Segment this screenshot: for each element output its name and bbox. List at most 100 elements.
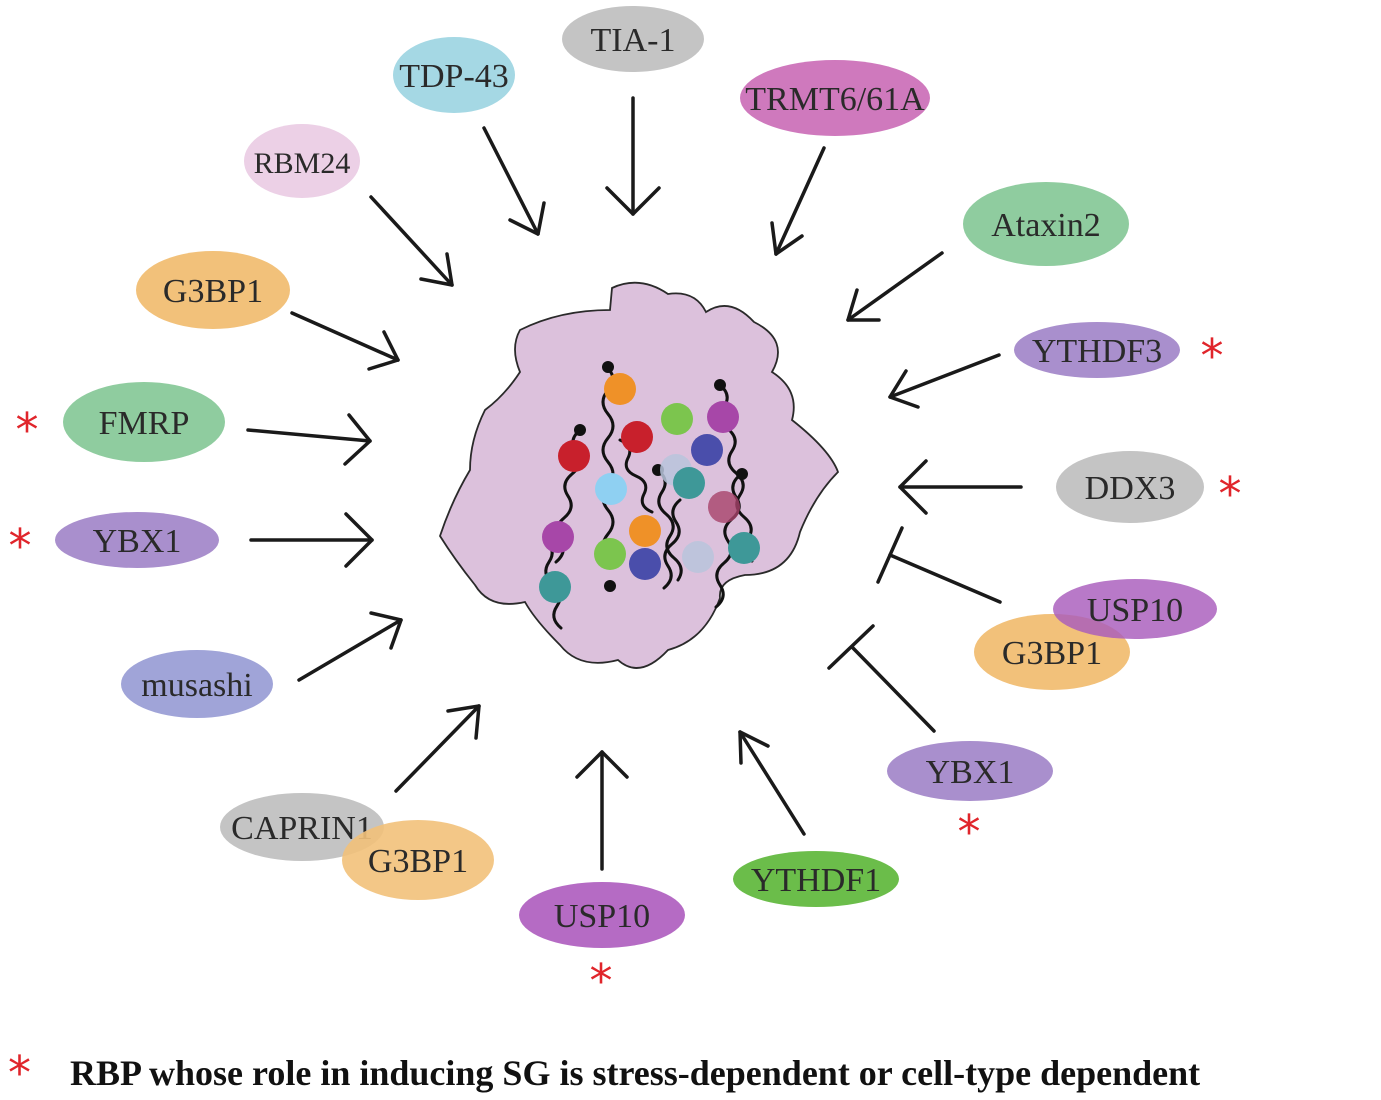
bead <box>595 473 627 505</box>
node-caprin1: CAPRIN1 <box>220 793 384 861</box>
inhibitor-ybx1-right <box>827 624 936 733</box>
arrow-ataxin2 <box>846 251 944 322</box>
arrow-ythdf1 <box>738 730 806 836</box>
node-g3bp1-bottom: G3BP1 <box>342 820 494 900</box>
bead <box>708 491 740 523</box>
bead <box>558 440 590 472</box>
legend-asterisk: * <box>8 1046 31 1100</box>
node-ybx1-right-ellipse <box>887 741 1053 801</box>
bead <box>707 401 739 433</box>
arrow-usp10-bottom <box>575 750 629 871</box>
node-ddx3-ellipse <box>1056 451 1204 523</box>
rna-strand <box>618 438 654 514</box>
node-g3bp1-bottom-ellipse <box>342 820 494 900</box>
arrow-tia1 <box>605 96 661 216</box>
node-ythdf1: YTHDF1 <box>733 851 899 907</box>
bead <box>542 521 574 553</box>
node-g3bp1-bottom-label: G3BP1 <box>368 843 468 880</box>
arrow-g3bp1-left <box>290 311 400 371</box>
node-ythdf1-ellipse <box>733 851 899 907</box>
bead <box>629 548 661 580</box>
node-fmrp-label: FMRP <box>99 405 190 442</box>
node-musashi-label: musashi <box>141 667 252 704</box>
arrow-trmt <box>770 146 826 256</box>
node-fmrp-ellipse <box>63 382 225 462</box>
node-tia1-ellipse <box>562 6 704 72</box>
node-ythdf3: YTHDF3 <box>1014 322 1180 378</box>
legend-text: RBP whose role in inducing SG is stress-… <box>70 1053 1201 1093</box>
node-ythdf3-ellipse <box>1014 322 1180 378</box>
node-trmt-ellipse <box>740 60 930 136</box>
arrow-ybx1-left <box>249 512 374 568</box>
node-ddx3-label: DDX3 <box>1085 470 1176 507</box>
node-rbm24-ellipse <box>244 124 360 198</box>
node-usp10-right-label: USP10 <box>1087 592 1183 629</box>
bead <box>691 434 723 466</box>
node-usp10-right: USP10 <box>1053 579 1217 639</box>
protein-nodes: TIA-1 TDP-43 TRMT6/61A RBM24 Ataxin2 G3B… <box>55 6 1217 948</box>
node-tia1-label: TIA-1 <box>591 22 676 59</box>
node-usp10-bottom-label: USP10 <box>554 898 650 935</box>
bead <box>604 373 636 405</box>
node-tdp43-ellipse <box>393 37 515 113</box>
bead <box>594 538 626 570</box>
bead <box>728 532 760 564</box>
bead <box>539 571 571 603</box>
rna-cap <box>602 361 614 373</box>
node-fmrp: FMRP <box>63 382 225 462</box>
node-tdp43: TDP-43 <box>393 37 515 113</box>
node-ybx1-left: YBX1 <box>55 512 219 568</box>
rna-strand <box>656 468 683 582</box>
node-trmt: TRMT6/61A <box>740 60 930 136</box>
bead <box>682 541 714 573</box>
asterisk-usp10-bottom: * <box>590 954 613 1008</box>
stress-dependent-markers: * * * * * * <box>9 329 1242 1008</box>
node-rbm24-label: RBM24 <box>254 147 351 180</box>
asterisk-ythdf3: * <box>1201 329 1224 383</box>
bead <box>629 515 661 547</box>
node-musashi: musashi <box>121 650 273 718</box>
arrow-fmrp <box>246 413 372 466</box>
node-ataxin2: Ataxin2 <box>963 182 1129 266</box>
node-g3bp1-right-label: G3BP1 <box>1002 635 1102 672</box>
node-usp10-bottom: USP10 <box>519 882 685 948</box>
node-ythdf3-label: YTHDF3 <box>1032 333 1162 370</box>
inhibitor-usp10-g3bp1 <box>876 526 1002 604</box>
node-ataxin2-label: Ataxin2 <box>991 207 1101 244</box>
rna-strand <box>662 498 682 590</box>
node-musashi-ellipse <box>121 650 273 718</box>
node-ybx1-left-ellipse <box>55 512 219 568</box>
node-usp10-right-ellipse <box>1053 579 1217 639</box>
node-ybx1-right: YBX1 <box>887 741 1053 801</box>
arrow-musashi <box>297 611 403 682</box>
node-g3bp1-left: G3BP1 <box>136 251 290 329</box>
asterisk-fmrp: * <box>16 403 39 457</box>
arrows <box>246 96 1023 871</box>
node-usp10-bottom-ellipse <box>519 882 685 948</box>
asterisk-ybx1-right: * <box>958 805 981 859</box>
rna-cap <box>714 379 726 391</box>
arrow-rbm24 <box>369 195 454 287</box>
node-ybx1-left-label: YBX1 <box>93 523 182 560</box>
rna-cap <box>574 424 586 436</box>
node-ataxin2-ellipse <box>963 182 1129 266</box>
node-trmt-label: TRMT6/61A <box>745 81 925 118</box>
bead <box>621 421 653 453</box>
arrow-ddx3 <box>898 459 1023 515</box>
arrow-ythdf3 <box>888 353 1001 409</box>
node-ybx1-right-label: YBX1 <box>926 754 1015 791</box>
legend: * RBP whose role in inducing SG is stres… <box>0 1046 1381 1100</box>
bead <box>661 403 693 435</box>
node-caprin1-label: CAPRIN1 <box>231 810 373 847</box>
rna-strand <box>601 366 615 560</box>
node-g3bp1-left-ellipse <box>136 251 290 329</box>
asterisk-ddx3: * <box>1219 467 1242 521</box>
node-ythdf1-label: YTHDF1 <box>751 862 881 899</box>
arrow-tdp43 <box>482 126 546 236</box>
rna-cap <box>736 468 748 480</box>
node-ddx3: DDX3 <box>1056 451 1204 523</box>
node-tdp43-label: TDP-43 <box>399 58 509 95</box>
bead <box>673 467 705 499</box>
node-tia1: TIA-1 <box>562 6 704 72</box>
